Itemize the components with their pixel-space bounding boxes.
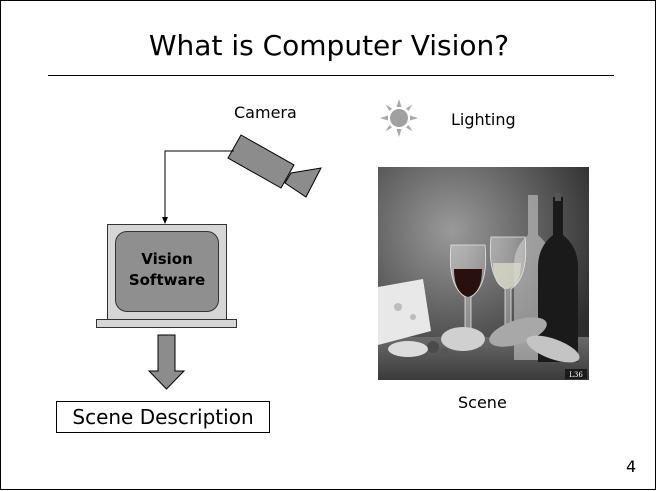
photo-watermark: L36 <box>569 371 583 379</box>
page-number: 4 <box>626 457 637 476</box>
down-arrow-icon <box>147 334 186 390</box>
camera-label: Camera <box>234 103 297 122</box>
camera-icon <box>227 134 322 198</box>
vision-software-line-1: Vision <box>141 250 193 268</box>
wine-photo: L36 <box>378 167 589 380</box>
sun-icon <box>380 99 418 137</box>
lighting-label: Lighting <box>451 110 516 129</box>
vision-software-line-2: Software <box>128 271 206 289</box>
slide-title: What is Computer Vision? <box>148 29 510 62</box>
camera-to-computer-line <box>164 150 234 220</box>
connector-arrowhead <box>162 217 168 224</box>
vision-software-label: Vision Software <box>115 249 219 291</box>
scene-description-box: Scene Description <box>56 401 270 433</box>
vision-software-panel <box>115 231 219 312</box>
scene-label: Scene <box>458 393 507 412</box>
title-divider <box>48 75 614 76</box>
computer-base <box>96 319 237 328</box>
